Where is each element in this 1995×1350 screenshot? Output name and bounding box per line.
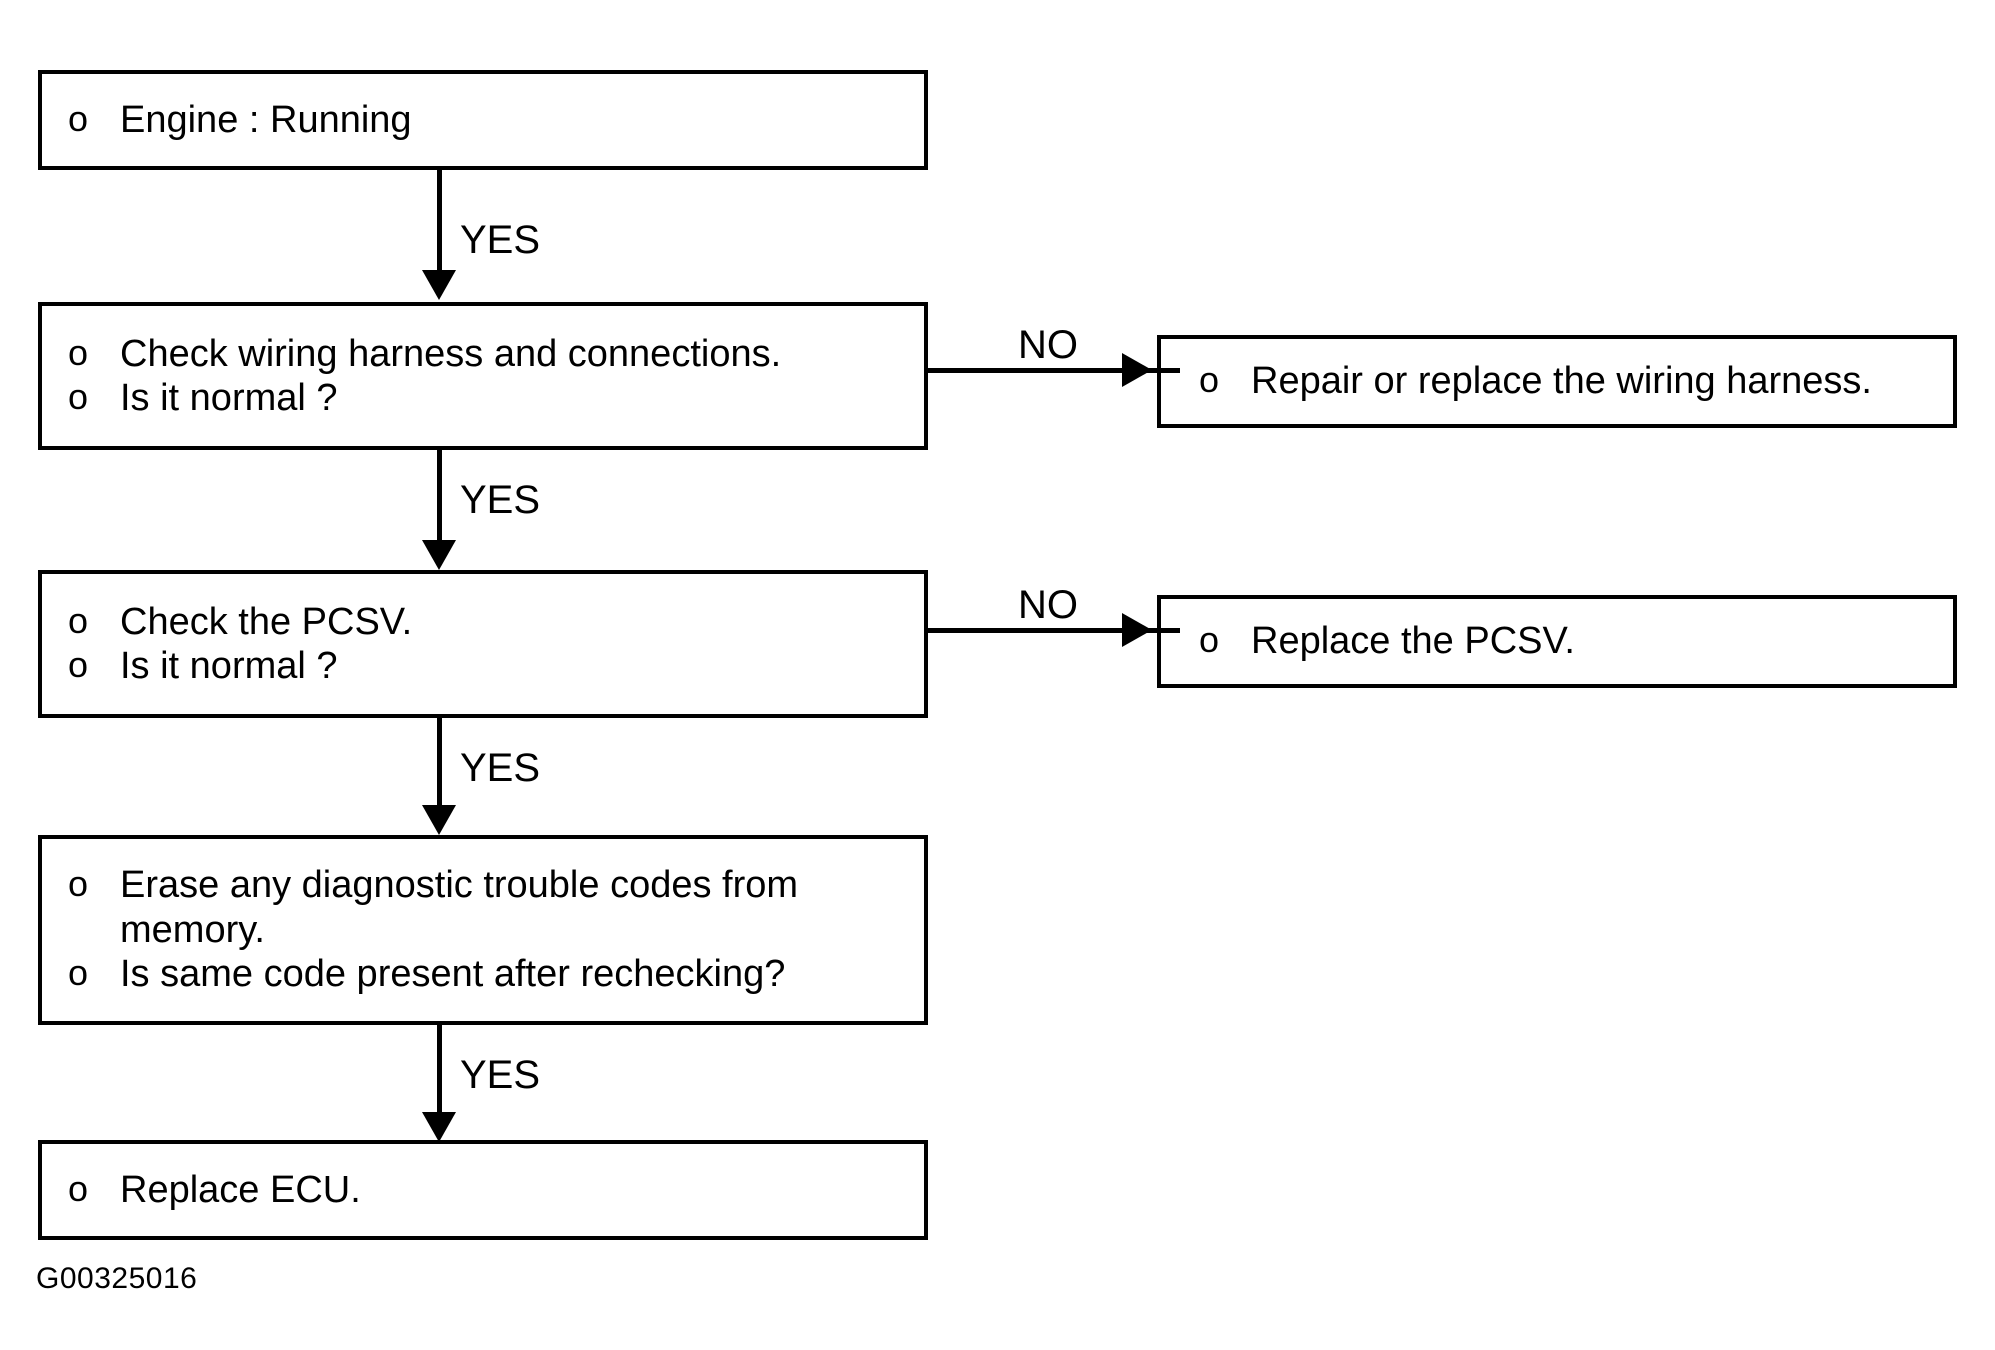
bullet-marker: o	[68, 331, 89, 373]
connector-line-pcsv-to-erase	[437, 718, 442, 828]
connector-line-wiring-to-repair	[928, 368, 1180, 373]
figure-caption: G00325016	[36, 1262, 198, 1295]
edge-label-no-2: NO	[1018, 583, 1078, 627]
edge-label-no-1: NO	[1018, 323, 1078, 367]
arrowhead-down-icon	[422, 1112, 456, 1142]
flow-node-check-pcsv: o Check the PCSV. o Is it normal ?	[38, 570, 928, 718]
node-text: Is it normal ?	[120, 645, 338, 687]
connector-line-wiring-to-pcsv	[437, 450, 442, 562]
node-text: Erase any diagnostic trouble codes from …	[120, 864, 809, 951]
node-line: o Is it normal ?	[68, 376, 924, 420]
flow-node-erase-codes: o Erase any diagnostic trouble codes fro…	[38, 835, 928, 1025]
flow-node-replace-ecu: o Replace ECU.	[38, 1140, 928, 1240]
arrowhead-down-icon	[422, 805, 456, 835]
bullet-marker: o	[68, 644, 89, 685]
node-line: o Check wiring harness and connections.	[68, 332, 924, 376]
node-line: o Replace ECU.	[68, 1168, 924, 1212]
node-text: Repair or replace the wiring harness.	[1251, 360, 1872, 403]
bullet-marker: o	[68, 1167, 89, 1209]
bullet-marker: o	[1199, 619, 1220, 661]
connector-line-erase-to-ecu	[437, 1025, 442, 1133]
node-text: Check the PCSV.	[120, 600, 413, 643]
node-text: Is same code present after rechecking?	[120, 953, 786, 996]
bullet-marker: o	[1199, 359, 1220, 401]
flow-node-check-wiring: o Check wiring harness and connections. …	[38, 302, 928, 450]
node-text: Engine : Running	[120, 98, 412, 141]
connector-line-pcsv-to-replace	[928, 628, 1180, 633]
node-line: o Repair or replace the wiring harness.	[1199, 359, 1953, 403]
arrowhead-down-icon	[422, 270, 456, 300]
node-text: Is it normal ?	[120, 377, 338, 419]
node-text: Check wiring harness and connections.	[120, 332, 782, 375]
flow-node-replace-pcsv: o Replace the PCSV.	[1157, 595, 1957, 688]
edge-label-yes-2: YES	[460, 478, 541, 522]
edge-label-yes-1: YES	[460, 218, 541, 262]
edge-label-yes-4: YES	[460, 1053, 541, 1097]
bullet-marker: o	[68, 952, 89, 994]
connector-line-engine-to-wiring	[437, 170, 442, 282]
bullet-marker: o	[68, 599, 89, 641]
bullet-marker: o	[68, 376, 89, 417]
flow-node-engine-running: o Engine : Running	[38, 70, 928, 170]
bullet-marker: o	[68, 97, 89, 139]
arrowhead-right-icon	[1122, 353, 1152, 387]
node-line: o Check the PCSV.	[68, 600, 924, 644]
node-line: o Engine : Running	[68, 98, 924, 142]
flow-node-repair-harness: o Repair or replace the wiring harness.	[1157, 335, 1957, 428]
node-line: o Is same code present after rechecking?	[68, 952, 924, 996]
arrowhead-right-icon	[1122, 613, 1152, 647]
node-text: Replace ECU.	[120, 1168, 361, 1211]
arrowhead-down-icon	[422, 540, 456, 570]
node-text: Replace the PCSV.	[1251, 620, 1575, 663]
node-line: o Is it normal ?	[68, 644, 924, 688]
node-line: o Erase any diagnostic trouble codes fro…	[68, 863, 924, 952]
node-line: o Replace the PCSV.	[1199, 619, 1953, 663]
edge-label-yes-3: YES	[460, 746, 541, 790]
bullet-marker: o	[68, 863, 89, 905]
